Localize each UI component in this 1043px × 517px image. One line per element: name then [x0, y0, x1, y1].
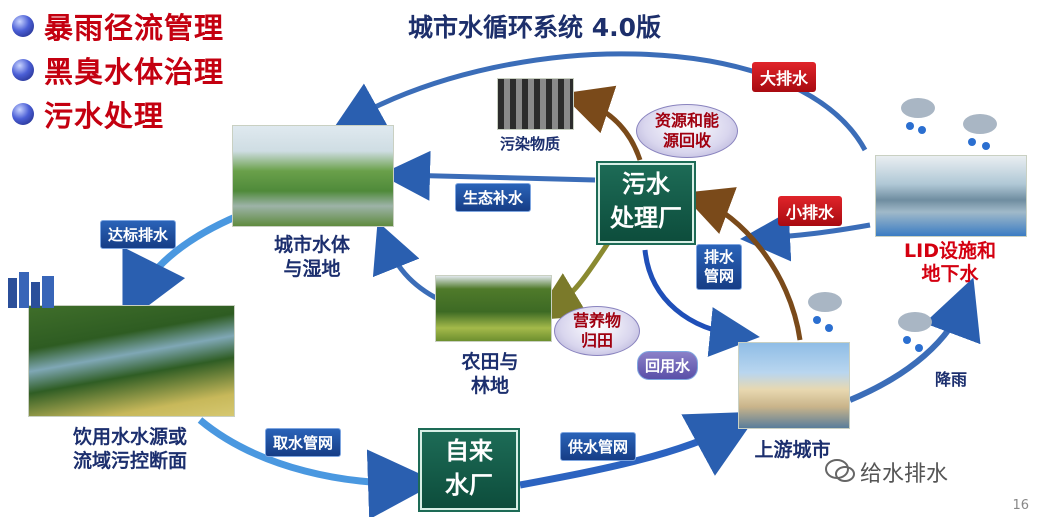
tag-eco-water: 生态补水 [455, 183, 531, 212]
rain-label: 降雨 [935, 366, 967, 390]
urban-water-label: 城市水体 与湿地 [262, 233, 362, 281]
tag-reuse: 回用水 [637, 351, 698, 380]
bullet-item: 暴雨径流管理 [12, 4, 224, 48]
farmland-photo [435, 275, 552, 342]
upstream-city-photo [738, 342, 850, 429]
arrow-nutrient [550, 240, 610, 310]
tag-discharge: 达标排水 [100, 220, 176, 249]
rain-cloud-icon [805, 290, 845, 338]
lid-photo [875, 155, 1027, 237]
arrow-small-drain [760, 225, 870, 238]
pollutant-label: 污染物质 [500, 133, 560, 154]
tag-sewer: 排水 管网 [696, 244, 742, 290]
rain-cloud-icon [960, 112, 1000, 154]
arrow-resource [580, 100, 640, 160]
urban-water-photo [232, 125, 394, 227]
lid-label: LID设施和 地下水 [880, 240, 1020, 286]
watermark-text: 给水排水 [860, 456, 948, 488]
diagram-title: 城市水循环系统 4.0版 [408, 8, 661, 44]
bullet-item: 黑臭水体治理 [12, 48, 224, 92]
arrow-farmland-water [385, 240, 440, 300]
arrow-eco-water [400, 175, 595, 180]
farmland-label: 农田与 林地 [440, 350, 540, 398]
wechat-icon [825, 458, 855, 484]
page-number: 16 [1012, 498, 1029, 513]
rain-cloud-icon [895, 310, 935, 358]
wwtp-box: 污水 处理厂 [598, 163, 694, 243]
bullet-text: 污水处理 [44, 93, 164, 135]
tag-small-drain: 小排水 [778, 196, 842, 226]
bullet-list: 暴雨径流管理 黑臭水体治理 污水处理 [12, 4, 224, 136]
river-photo [28, 305, 235, 417]
rain-cloud-icon [898, 96, 938, 138]
bullet-icon [12, 59, 34, 81]
tag-supply: 供水管网 [560, 432, 636, 461]
bullet-text: 暴雨径流管理 [44, 5, 224, 47]
waterworks-box: 自来 水厂 [420, 430, 518, 510]
tag-big-drain: 大排水 [752, 62, 816, 92]
bullet-text: 黑臭水体治理 [44, 49, 224, 91]
city-building-icon [6, 268, 58, 308]
resource-recovery-oval: 资源和能 源回收 [636, 104, 738, 158]
bullet-icon [12, 103, 34, 125]
source-label: 饮用水水源或 流域污控断面 [10, 425, 250, 473]
pollutant-photo [497, 78, 574, 130]
tag-intake: 取水管网 [265, 428, 341, 457]
nutrient-return-oval: 营养物 归田 [554, 306, 640, 356]
bullet-icon [12, 15, 34, 37]
bullet-item: 污水处理 [12, 92, 224, 136]
